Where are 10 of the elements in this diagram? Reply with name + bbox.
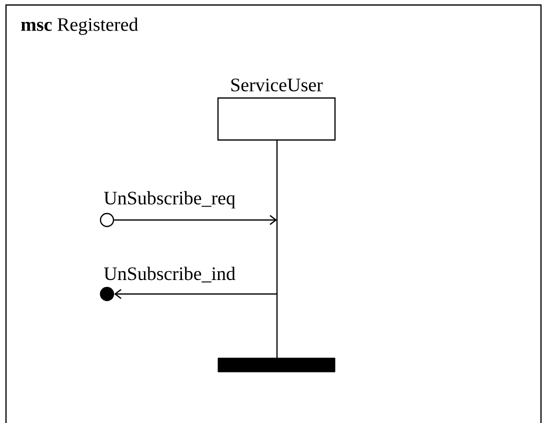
- gate-dot: [100, 286, 114, 302]
- instance-head: ServiceUser: [217, 78, 336, 141]
- node-label: ServiceUser: [231, 78, 323, 92]
- gate-circle: [100, 212, 114, 228]
- message-label: UnSubscribe_ind: [104, 266, 236, 282]
- message-arrow: [114, 289, 277, 299]
- message-label: UnSubscribe_req: [104, 191, 236, 208]
- instance-end-bar: [218, 358, 336, 372]
- message-arrow: [114, 215, 277, 225]
- lifeline: [276, 140, 278, 358]
